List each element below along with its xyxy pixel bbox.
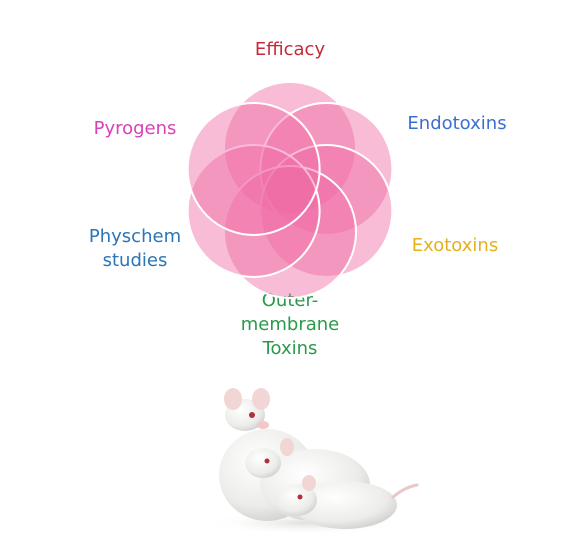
petal-group (186, 81, 394, 299)
flower-petal (186, 102, 321, 236)
label-outer-membrane-toxins: Outer- membrane Toxins (230, 289, 350, 361)
label-outer-line-2: membrane (240, 314, 340, 335)
flower-petal (223, 81, 357, 215)
label-endotoxins: Endotoxins (407, 113, 507, 134)
flower-petal (259, 144, 394, 278)
label-physchem-line-1: Physchem (88, 226, 182, 247)
label-exotoxins: Exotoxins (411, 235, 499, 256)
label-outer-line-1: Outer- (261, 290, 319, 311)
flower-petal (259, 102, 394, 236)
label-physchem-studies: Physchem studies (70, 225, 200, 273)
flower-petal (223, 165, 357, 299)
label-pyrogens: Pyrogens (93, 118, 177, 139)
flower-diagram (186, 81, 394, 299)
label-efficacy: Efficacy (254, 39, 326, 60)
flower-petal (186, 144, 321, 278)
label-physchem-line-2: studies (102, 250, 168, 271)
mice-photo (205, 388, 419, 535)
label-outer-line-3: Toxins (262, 338, 318, 359)
mouse-front (277, 475, 419, 529)
